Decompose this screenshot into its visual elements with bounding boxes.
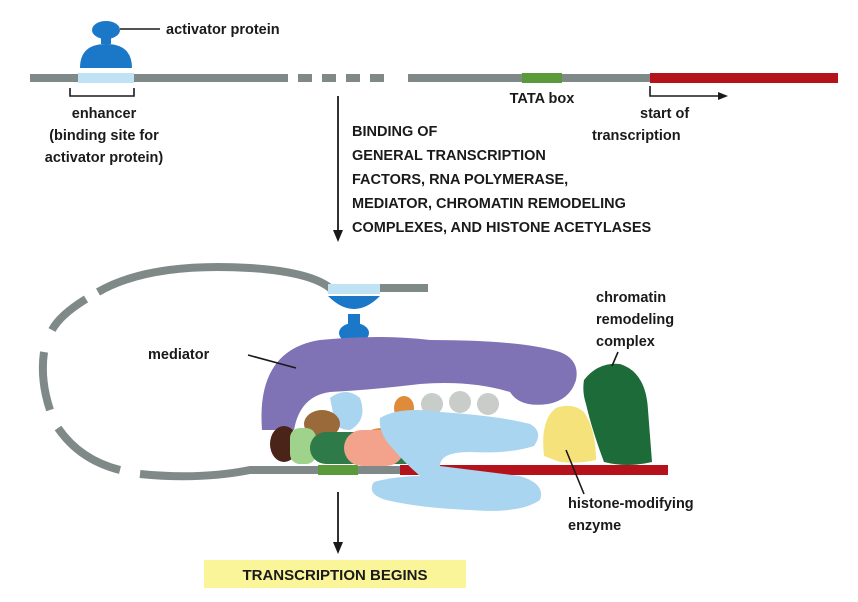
enzyme-label: enzyme — [568, 518, 621, 534]
activator-protein-label: activator protein — [166, 22, 280, 38]
dna-loop-upper-left — [48, 295, 89, 333]
step-line-1: BINDING OF — [352, 124, 438, 140]
transcription-label: transcription — [592, 128, 681, 144]
dna-loop-lower-left — [54, 425, 122, 474]
gene-region — [650, 73, 838, 83]
dna-loop-top — [96, 263, 428, 296]
chromatin-label: chromatin — [596, 290, 666, 306]
remodeling-label: remodeling — [596, 312, 674, 328]
step-line-3: FACTORS, RNA POLYMERASE, — [352, 172, 568, 188]
histone-modifying-enzyme — [543, 405, 596, 463]
complex-label: complex — [596, 334, 655, 350]
tata-box-region — [522, 73, 562, 83]
mediator-complex — [261, 337, 577, 430]
tata-box-bottom — [318, 465, 358, 475]
start-arrowhead — [718, 92, 728, 100]
final-arrowhead — [333, 542, 343, 554]
mediator-label: mediator — [148, 347, 210, 363]
step-description: BINDING OF GENERAL TRANSCRIPTION FACTORS… — [352, 124, 651, 236]
histone-leader-line — [565, 449, 585, 495]
general-factor-3 — [477, 393, 499, 415]
enhancer-region — [78, 73, 134, 83]
step-line-2: GENERAL TRANSCRIPTION — [352, 148, 546, 164]
enhancer-bracket — [69, 88, 135, 97]
transcription-begins-label: TRANSCRIPTION BEGINS — [242, 567, 427, 584]
activator-protein-top — [80, 21, 132, 68]
dna-loop-left — [38, 351, 54, 412]
general-factor-light-green — [290, 428, 316, 464]
enhancer-sublabel-1: (binding site for — [49, 128, 159, 144]
enhancer-region-bottom — [328, 284, 380, 294]
transcription-begins-banner — [204, 560, 466, 588]
dna-dash — [298, 74, 312, 82]
mediator-leader-line — [247, 354, 297, 369]
activator-protein-bottom — [328, 296, 380, 343]
step-line-4: MEDIATOR, CHROMATIN REMODELING — [352, 196, 626, 212]
dna-loop-bottom — [139, 466, 330, 481]
enhancer-label: enhancer — [72, 106, 137, 122]
dna-segment-left — [30, 74, 288, 82]
general-factor-2 — [449, 391, 471, 413]
chromatin-remodeling-complex — [583, 363, 652, 465]
tata-box-label: TATA box — [510, 91, 575, 107]
start-of-label: start of — [640, 106, 689, 122]
dna-promoter-segment — [330, 466, 402, 474]
dna-dash — [346, 74, 360, 82]
histone-modifying-label: histone-modifying — [568, 496, 694, 512]
top-dna — [30, 73, 838, 83]
start-arrow-line — [649, 86, 720, 97]
step-line-5: COMPLEXES, AND HISTONE ACETYLASES — [352, 220, 651, 236]
rna-polymerase — [371, 410, 542, 511]
enhancer-sublabel-2: activator protein) — [45, 150, 164, 166]
dna-dash — [370, 74, 384, 82]
general-factor-1 — [421, 393, 443, 415]
gene-region-bottom — [400, 465, 668, 475]
looped-dna — [38, 263, 428, 481]
dna-dash — [322, 74, 336, 82]
step-arrowhead — [333, 230, 343, 242]
remodeling-leader-line — [611, 351, 619, 367]
